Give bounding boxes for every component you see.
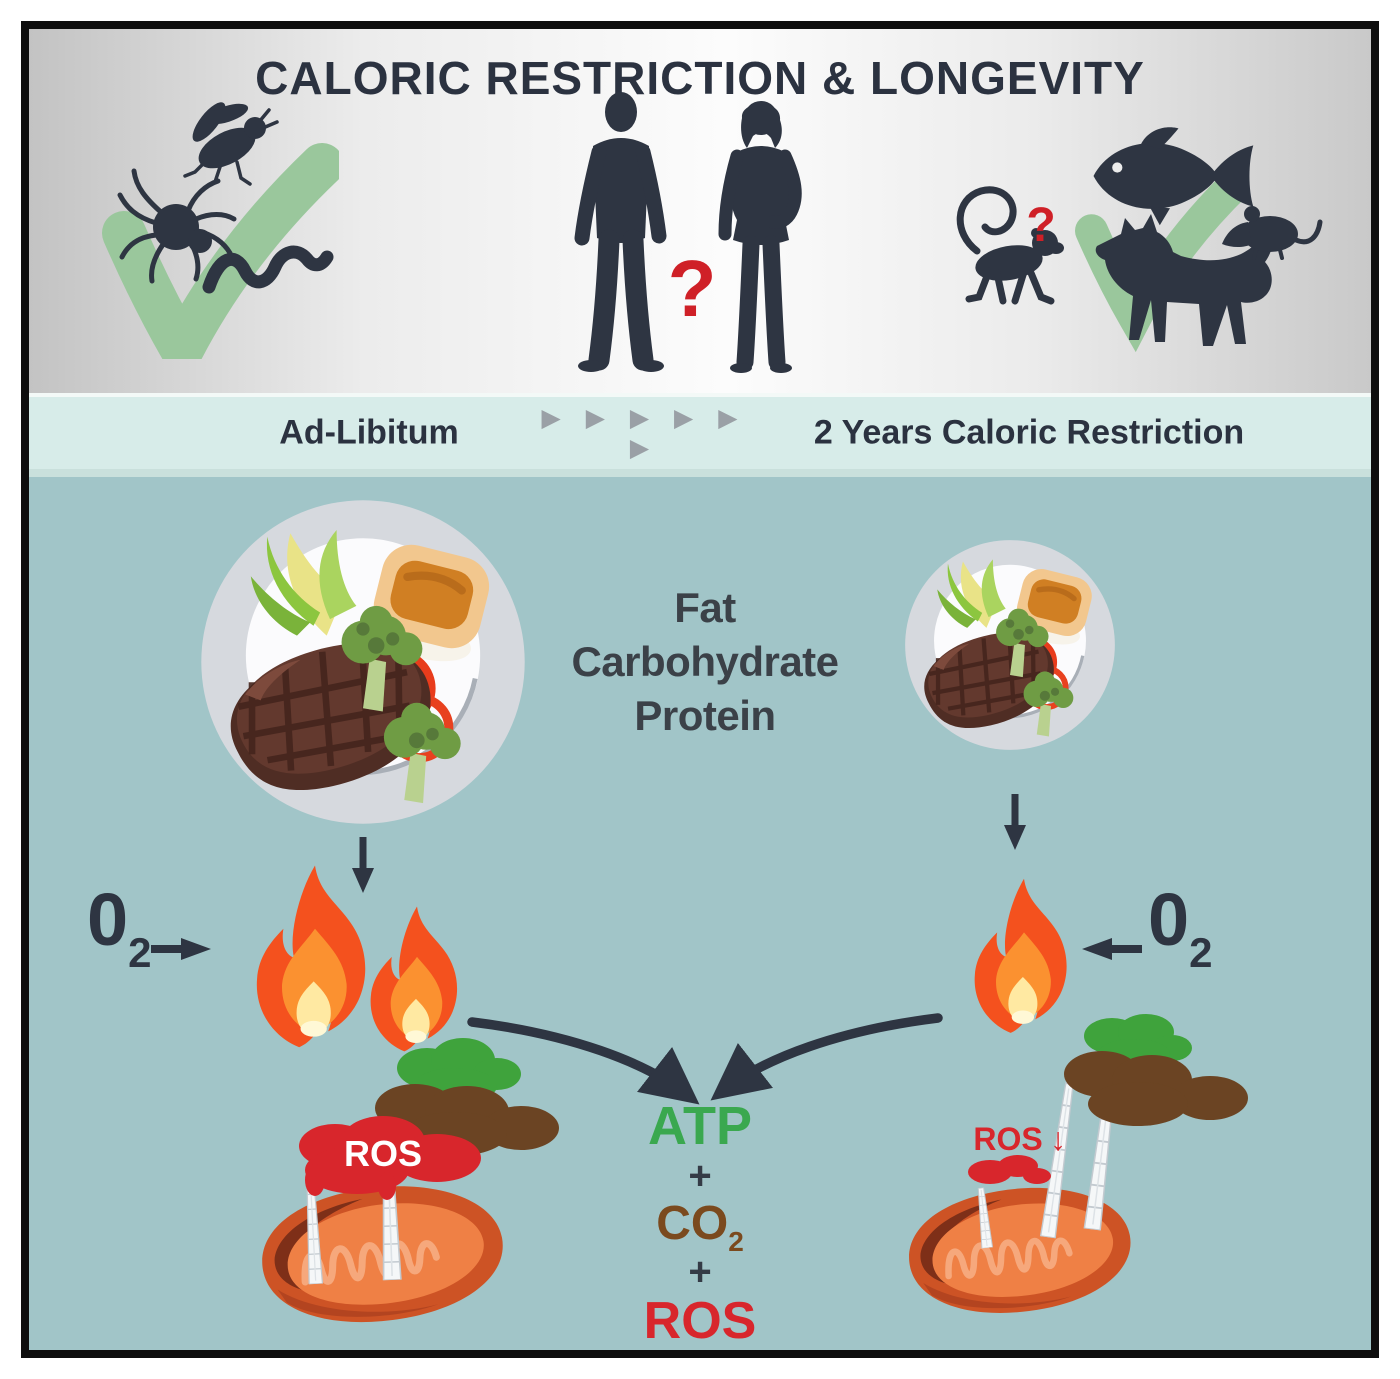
ros-label: ROS	[643, 1292, 757, 1350]
oxygen-right-subscript: 2	[1189, 929, 1213, 976]
rat-icon	[1222, 206, 1323, 260]
ros-down-arrow-icon: ↓	[1050, 1121, 1066, 1157]
humans-group: ?	[574, 92, 802, 373]
fly-icon	[183, 102, 279, 186]
oxygen-left-symbol: 0	[87, 878, 129, 961]
figure-frame: CALORIC RESTRICTION & LONGEVITY	[21, 21, 1379, 1358]
converging-arrows-icon	[467, 1013, 943, 1105]
mitochondrion-icon	[255, 1175, 509, 1333]
humans-question-mark: ?	[668, 244, 717, 333]
ad-libitum-plate-icon	[198, 497, 528, 827]
metabolism-panel: Fat Carbohydrate Protein 02 02	[29, 477, 1371, 1350]
co2-cloud-icon	[1064, 1051, 1248, 1126]
flame-icon	[256, 865, 366, 1048]
monkey-question-mark: ?	[1026, 199, 1055, 252]
caloric-restriction-label: 2 Years Caloric Restriction	[813, 413, 1245, 452]
right-down-arrow-icon	[1000, 792, 1030, 850]
header-panel: CALORIC RESTRICTION & LONGEVITY	[29, 29, 1371, 393]
oxygen-left-subscript: 2	[128, 929, 152, 976]
oxygen-left-arrow-icon	[149, 936, 211, 962]
ros-cloud-label: ROS	[344, 1133, 422, 1174]
oxygen-left-label: 02	[87, 883, 152, 974]
timeline-band: Ad-Libitum ▶ ▶ ▶ ▶ ▶ ▶ 2 Years Caloric R…	[29, 393, 1371, 477]
mitochondrion-right-group: ROS ↓	[890, 1014, 1248, 1330]
woman-icon	[718, 101, 802, 373]
dog-icon	[1095, 214, 1273, 346]
protein-label: Protein	[634, 692, 776, 739]
plus-sign: +	[688, 1250, 712, 1294]
ad-libitum-label: Ad-Libitum	[279, 413, 459, 452]
ros-reduced-label: ROS	[973, 1121, 1042, 1157]
atp-label: ATP	[648, 1096, 752, 1156]
carbohydrate-label: Carbohydrate	[571, 638, 839, 685]
co2-symbol: CO	[656, 1197, 729, 1250]
mitochondrion-left-group: ROS	[205, 1038, 559, 1340]
co2-subscript: 2	[728, 1226, 744, 1257]
fat-label: Fat	[674, 584, 736, 631]
man-icon	[574, 92, 667, 372]
worm-icon	[202, 245, 334, 294]
vertebrates-group: ?	[956, 127, 1323, 346]
plus-sign: +	[688, 1154, 712, 1198]
page-title: CALORIC RESTRICTION & LONGEVITY	[255, 52, 1145, 104]
invertebrates-group	[69, 102, 379, 379]
macronutrients-text: Fat Carbohydrate Protein	[545, 581, 865, 743]
fish-icon	[1093, 127, 1254, 226]
chevron-arrows-icon: ▶ ▶ ▶ ▶ ▶ ▶	[541, 404, 747, 462]
co2-label: CO2	[580, 1197, 820, 1256]
reaction-products: ATP + CO2 + ROS	[580, 1097, 820, 1349]
spider-icon	[117, 168, 237, 284]
restricted-plate-icon	[903, 538, 1117, 752]
ros-cloud-icon	[299, 1116, 481, 1200]
ros-small-cloud-icon	[968, 1155, 1051, 1184]
oxygen-right-label: 02	[1148, 883, 1213, 974]
oxygen-right-symbol: 0	[1148, 878, 1190, 961]
monkey-icon	[956, 186, 1064, 305]
